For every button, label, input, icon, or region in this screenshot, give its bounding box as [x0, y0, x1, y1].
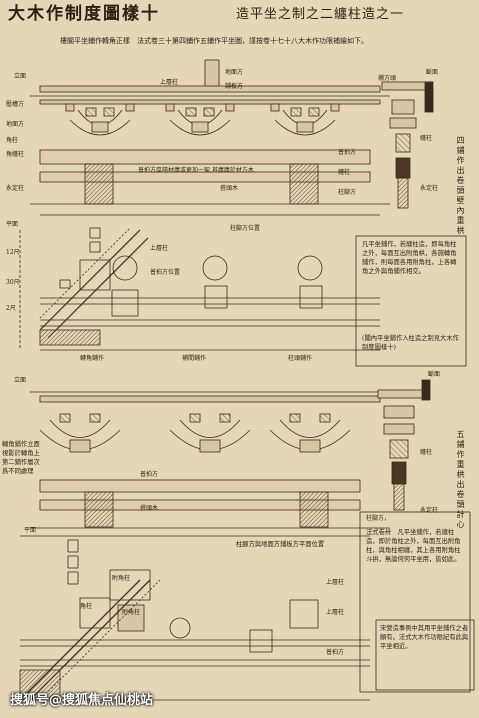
label-ta-tou-mu: 搭頭木	[220, 185, 239, 192]
watermark: 搜狐号@搜狐焦点仙桃站	[10, 693, 154, 708]
label-li-mian-1: 立面	[14, 73, 27, 80]
bracket-cluster-1	[65, 103, 135, 136]
bracket-cluster-2	[165, 103, 235, 136]
label-shang-ceng-zhu: 上層柱	[160, 79, 179, 86]
label-dim-2: 30尺	[6, 279, 20, 286]
label-jiao-zhu: 角柱	[6, 137, 19, 144]
label-zhu-tou-fang-pos: 柱腳方位置	[230, 225, 261, 232]
label-ping-mian-1: 平面	[6, 221, 19, 228]
label-chen-fang-tou: 襯方頭	[378, 75, 397, 82]
upper-elevation	[30, 59, 390, 205]
right-note-boxes	[355, 235, 475, 693]
right-note-1: 凡平坐鋪作，若纏柱造，即每角柱之外，每面互出附角栱，各施轉角鋪作，則每面各用附角…	[362, 241, 457, 275]
label-dim-1: 12尺	[6, 249, 20, 256]
bot-plan-shang-ceng-zhu: 上層柱	[326, 579, 345, 586]
label-pu-tou-fang-2: 普拍方	[338, 149, 357, 156]
label-jiao-pu-zuo: 轉角鋪作	[80, 355, 105, 362]
plate-title-right: 造平坐之制之二纏柱造之一	[236, 7, 405, 22]
label-zhu-tou-fang: 柱腳方	[338, 189, 357, 196]
label-top-side-3: 永定柱	[420, 185, 439, 192]
label-ya-cao-fang: 壓槽方	[6, 101, 25, 108]
bot-plan-fu-jiao-zhu-1: 附角柱	[112, 575, 131, 582]
label-dim-3: 2尺	[6, 305, 16, 312]
label-bu-jian-pu-zuo: 補間鋪作	[182, 355, 207, 362]
bot-plan-fu-jiao-zhu-2: 附角柱	[122, 609, 141, 616]
lower-note-a: 柱腳方，	[366, 515, 391, 522]
plate-title: 大木作制度圖樣十	[8, 4, 160, 24]
side-label-bottom: 五鋪作重栱出卷頭計心	[456, 430, 465, 529]
bot-plan-jiao-zhu: 角柱	[80, 603, 93, 610]
lower-right-yong-ding: 永定柱	[420, 507, 439, 514]
lower-elevation	[30, 391, 390, 529]
label-jiao-chan-zhu: 角纏柱	[6, 151, 25, 158]
lower-note-c: 宋營造事例中其用平坐鋪作之者頗有。法式大木作功限紀有此與平坐相近。	[380, 625, 469, 650]
lower-bracket-3	[269, 413, 351, 453]
upper-plan	[19, 214, 380, 351]
lower-plan	[19, 535, 370, 701]
side-label-top: 四鋪作出卷頭壁內重栱	[456, 136, 465, 235]
label-duan-mian-2: 斷面	[428, 371, 441, 378]
mid-left-note: 轉角鋪作立面視影於轉角上第二鋪作層次爲不同處理	[2, 441, 40, 475]
label-top-side-2: 纏柱	[420, 135, 433, 142]
label-zhu-tou-pu-zuo: 柱頭鋪作	[288, 355, 313, 362]
label-ping-mian-2: 平面	[24, 527, 37, 534]
lower-section	[377, 379, 431, 511]
label-di-fang: 地面方	[225, 69, 244, 76]
label-yong-ding-zhu-left: 永定柱	[6, 185, 25, 192]
label-shang-ceng-zhu-2: 上層柱	[150, 245, 169, 252]
label-pu-tou-fang: 普拍方厚隨材廣或更加一栔,其廣廣於材方木	[138, 167, 254, 174]
upper-section	[381, 81, 434, 209]
lower-note-b: 法式卷卅 凡平坐鋪作，若纏柱造，即於角柱之外，每面互出附角柱，與角柱相纏，其上各…	[366, 529, 461, 563]
bracket-cluster-3	[270, 103, 340, 136]
mid-center-note: 柱腳方與地面方鋪板方平面位置	[236, 541, 325, 548]
lower-bracket-2	[169, 413, 251, 453]
bot-plan-pu-tou-fang: 普拍方	[326, 649, 345, 656]
right-note-2: (閣內平坐鋪作入柱造之制見大木作制度圖樣十)	[362, 335, 459, 351]
lower-label-pu-tou: 普拍方	[140, 471, 159, 478]
lower-right-chan-zhu: 纏柱	[420, 449, 433, 456]
lower-bracket-1	[39, 413, 121, 453]
plate-subtitle: 樓閣平坐鋪作轉角正樣 法式卷三十第四鋪作五鋪作平坐圖，謹按卷十七十八大木作功限補…	[60, 37, 368, 45]
label-chan-zhu: 纏柱	[338, 169, 351, 176]
lower-label-ta-tou: 搭頭木	[140, 505, 159, 512]
label-di-mian-fang: 地面方	[6, 121, 25, 128]
label-li-mian-2: 立面	[14, 377, 27, 384]
label-pu-ban-fang: 鋪板方	[225, 83, 244, 90]
bot-plan-shang-ceng-zhu-2: 上層柱	[326, 609, 345, 616]
label-pu-tou-fang-pos: 普拍方位置	[150, 269, 181, 276]
label-duan-mian-1: 斷面	[426, 69, 439, 76]
